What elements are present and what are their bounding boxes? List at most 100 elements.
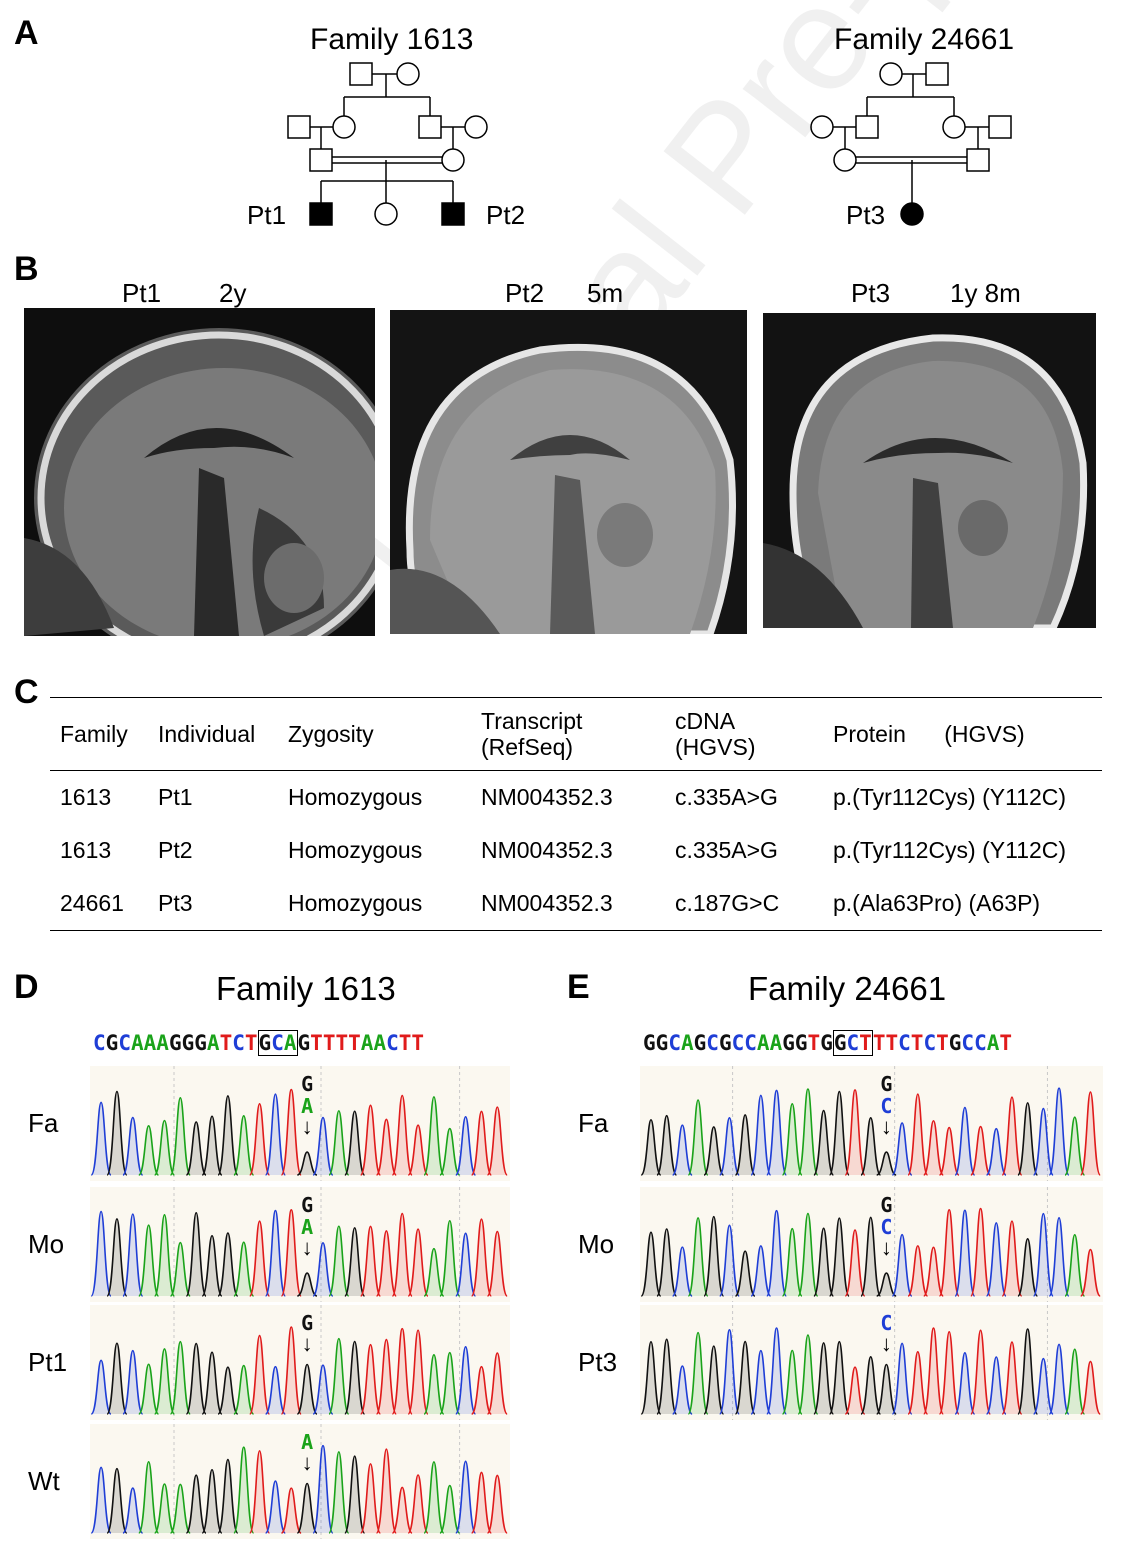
chromatogram-d-pt1-call-top: G <box>301 1311 314 1335</box>
chromatogram-d-mo-call-top: G <box>301 1193 314 1217</box>
family-24661-title: Family 24661 <box>834 23 1015 56</box>
table-cell: Pt3 <box>148 877 278 931</box>
seq-e-base: C <box>668 1031 681 1055</box>
seq-e-base: T <box>859 1030 873 1056</box>
pedigree-diagram <box>287 62 1012 226</box>
seq-e-base: C <box>961 1031 975 1055</box>
ped1-sibling-female <box>374 202 398 226</box>
mri-image-pt1 <box>24 308 375 636</box>
chromatogram-d-wt-trace <box>90 1424 508 1539</box>
chromatogram-e-pt3-trace <box>640 1305 1101 1420</box>
seq-e-base: T <box>910 1031 924 1055</box>
mri2-patient: Pt2 <box>505 278 545 308</box>
mri-image-pt2 <box>390 310 747 634</box>
seq-d-base: G <box>181 1031 195 1055</box>
mri1-patient: Pt1 <box>122 278 162 308</box>
seq-e-base: A <box>769 1031 783 1055</box>
header-protein: Protein (HGVS) <box>823 697 1102 771</box>
table-cell: 1613 <box>60 837 112 863</box>
ped2-gen3-male <box>966 148 990 172</box>
seq-d-base: C <box>232 1031 245 1055</box>
header-cdna: cDNA(HGVS) <box>665 697 823 771</box>
chromatogram-d-fa-trace <box>90 1066 508 1181</box>
chromatogram-d-pt1-label: Pt1 <box>28 1346 68 1377</box>
ped1-gen2-male-a <box>287 115 311 139</box>
mri-image-pt3 <box>763 313 1096 628</box>
chromatogram-d-pt1-arrow-icon: ↓ <box>301 1331 313 1356</box>
seq-d-base: A <box>360 1031 374 1055</box>
seq-e-base: C <box>706 1031 719 1055</box>
seq-d-base: A <box>143 1031 157 1055</box>
chromatogram-e-pt3-call-bottom: C <box>880 1311 893 1335</box>
ped1-gen1-male <box>349 62 373 86</box>
mri3-age: 1y 8m <box>950 278 1021 308</box>
seq-e-base: T <box>872 1031 886 1055</box>
seq-d-base: A <box>130 1031 144 1055</box>
chromatogram-d-wt <box>90 1424 510 1539</box>
mri1-age: 2y <box>219 278 247 308</box>
ped2-gen3-female <box>833 148 857 172</box>
seq-e-base: G <box>948 1031 962 1055</box>
table-cell: 1613 <box>60 784 112 810</box>
seq-d-base: T <box>348 1031 361 1055</box>
chromatogram-d-mo-arrow-icon: ↓ <box>301 1235 313 1260</box>
seq-d-base: A <box>283 1030 298 1056</box>
chromatogram-e-mo-call-bottom: C <box>880 1215 893 1239</box>
chromatogram-e-fa <box>640 1066 1103 1181</box>
mri2-age: 5m <box>587 278 624 308</box>
table-cell: c.335A>G <box>675 784 778 810</box>
panel-letter-b: B <box>14 250 39 288</box>
family-1613-title: Family 1613 <box>310 23 474 56</box>
panel-letter-a: A <box>14 14 39 52</box>
chromatogram-d-mo-trace <box>90 1187 508 1302</box>
ped1-gen2-female-a <box>332 115 356 139</box>
ped2-gen2-female-a <box>810 115 834 139</box>
chromatogram-d-pt1-trace <box>90 1305 508 1420</box>
header-family: Family <box>50 697 148 771</box>
chromatogram-e-fa-trace <box>640 1066 1101 1181</box>
table-cell: NM004352.3 <box>481 837 613 863</box>
seq-d-base: A <box>156 1031 169 1055</box>
table-cell: c.335A>G <box>675 837 778 863</box>
seq-e-base: G <box>832 1030 847 1056</box>
seq-d-base: T <box>398 1031 412 1055</box>
seq-d-base: T <box>244 1031 258 1055</box>
chromatogram-e-mo-label: Mo <box>578 1228 615 1259</box>
seq-d-base: C <box>386 1031 399 1055</box>
seq-e-base: T <box>999 1031 1013 1055</box>
chromatogram-d-mo-label: Mo <box>28 1228 65 1259</box>
seq-d-base: C <box>118 1031 131 1055</box>
seq-d-base: G <box>194 1031 207 1055</box>
ped2-gen2-male-a <box>855 115 879 139</box>
seq-e-base: C <box>744 1031 757 1055</box>
seq-e-base: G <box>655 1031 669 1055</box>
table-cell: Homozygous <box>288 784 423 810</box>
seq-d-base: G <box>168 1031 182 1055</box>
seq-e-base: G <box>643 1031 656 1055</box>
seq-e-base: C <box>923 1031 937 1055</box>
seq-d-base: T <box>411 1031 425 1055</box>
chromatogram-d-fa-label: Fa <box>28 1107 59 1138</box>
table-header-row: Family Individual Zygosity Transcript(Re… <box>50 697 1102 771</box>
seq-e-base: G <box>782 1031 795 1055</box>
chromatogram-d-wt-arrow-icon: ↓ <box>301 1450 313 1475</box>
seq-d-base: T <box>310 1031 323 1055</box>
table-cell: Pt2 <box>158 837 193 863</box>
seq-e-title: Family 24661 <box>748 970 947 1007</box>
ped1-pt1-affected-male <box>309 202 333 226</box>
seq-d-reference-sequence: CGCAAAGGGATCTGCAGTTTTAACTT <box>93 1030 425 1056</box>
chromatogram-d-mo-call-bottom: A <box>301 1215 314 1239</box>
chromatogram-e-mo-call-top: G <box>880 1193 893 1217</box>
seq-e-base: A <box>756 1031 770 1055</box>
seq-e-base: C <box>974 1031 987 1055</box>
seq-d-title: Family 1613 <box>216 970 396 1007</box>
seq-d-base: G <box>297 1031 311 1055</box>
ped1-gen2-female-b <box>464 115 488 139</box>
chromatogram-e-mo-arrow-icon: ↓ <box>880 1235 892 1260</box>
panel-letter-c: C <box>14 673 39 711</box>
chromatogram-d-fa-arrow-icon: ↓ <box>301 1114 313 1139</box>
seq-d-base: G <box>105 1031 119 1055</box>
seq-d-base: G <box>257 1030 272 1056</box>
table-cell: Pt1 <box>158 784 193 810</box>
chromatogram-d-fa-call-top: G <box>301 1072 314 1096</box>
